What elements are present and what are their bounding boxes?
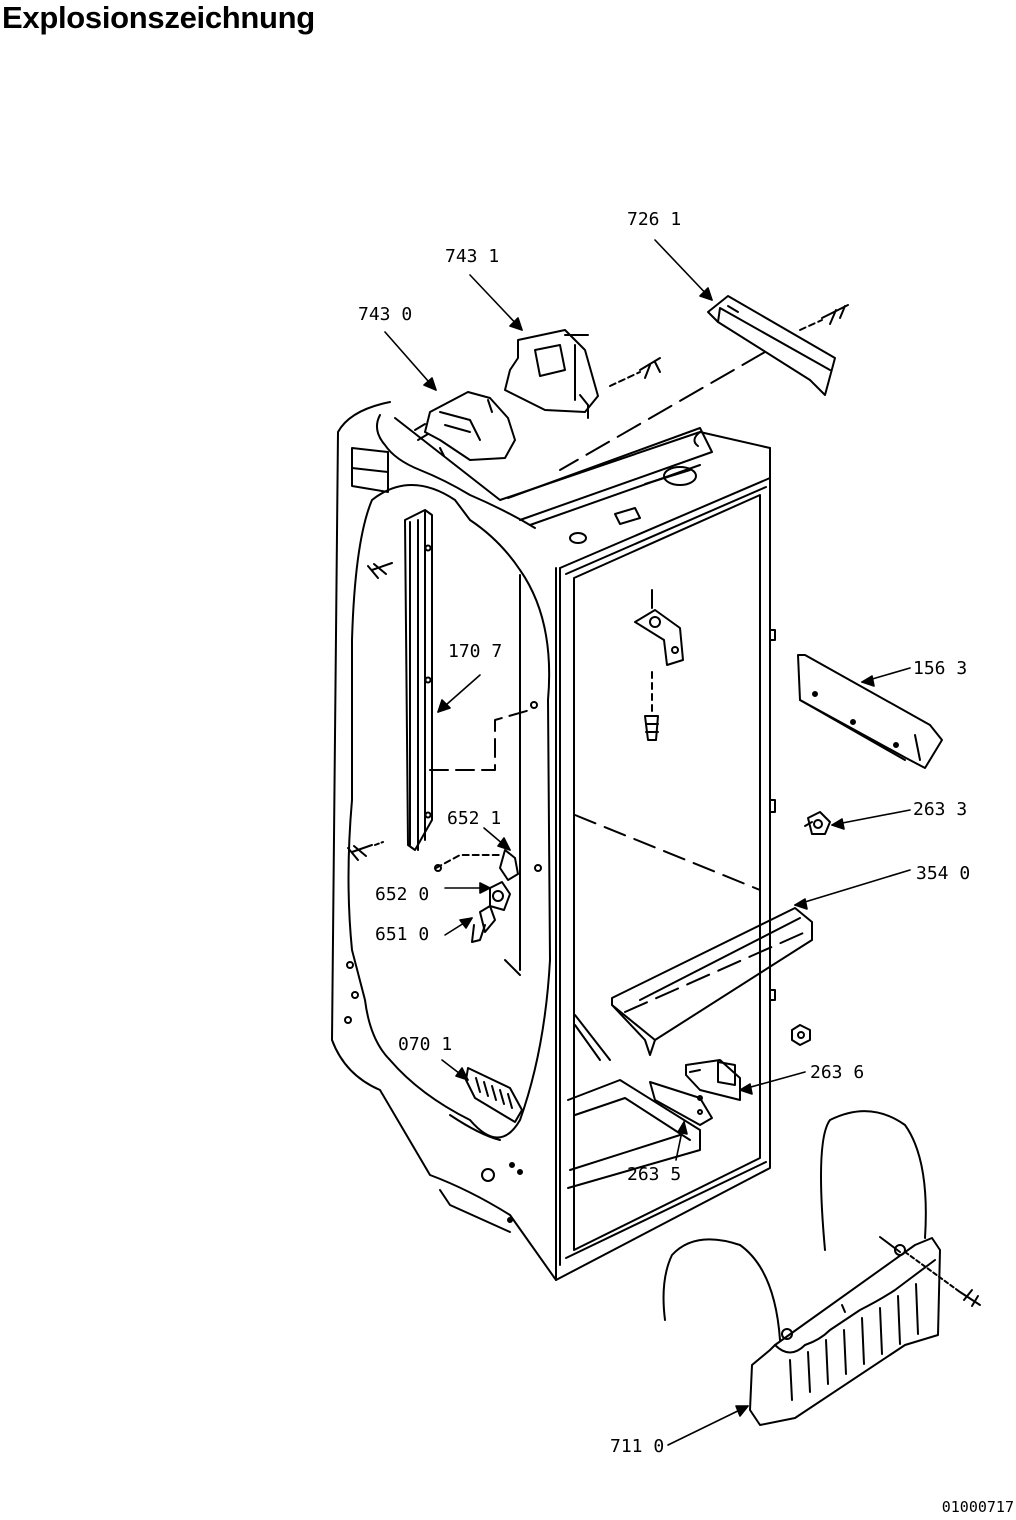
floor-bracket-part [649, 1081, 713, 1126]
document-number: 01000717 [941, 1498, 1014, 1516]
callout-label-743-0: 743 0 [358, 304, 413, 325]
rail-bracket-part [797, 654, 943, 769]
callout-label-652-1: 652 1 [447, 808, 502, 829]
fastener-group [434, 701, 542, 943]
nut-part [791, 1024, 811, 1046]
callout-label-263-3: 263 3 [913, 799, 968, 820]
condenser-part [662, 1110, 981, 1426]
callout-label-070-1: 070 1 [398, 1034, 453, 1055]
cross-rail-part [611, 907, 813, 1056]
callout-label-651-0: 651 0 [375, 924, 430, 945]
callout-label-170-7: 170 7 [448, 641, 503, 662]
plug-part [804, 811, 831, 835]
callout-leaders [384, 239, 911, 1446]
page-title: Explosionszeichnung [2, 0, 315, 35]
cabinet-shell [331, 401, 776, 1281]
vent-grille-part [449, 1067, 523, 1141]
callout-label-263-6: 263 6 [810, 1062, 865, 1083]
inner-bracket-part [634, 589, 684, 741]
vertical-rail-part [347, 509, 433, 861]
callout-label-652-0: 652 0 [375, 884, 430, 905]
callout-label-263-5: 263 5 [627, 1164, 682, 1185]
callout-label-711-0: 711 0 [610, 1436, 665, 1457]
top-rail-part [559, 295, 849, 471]
callout-label-156-3: 156 3 [913, 658, 968, 679]
control-bracket-part [504, 329, 661, 419]
callout-label-743-1: 743 1 [445, 246, 500, 267]
callout-label-354-0: 354 0 [916, 863, 971, 884]
lower-bracket-part [685, 1059, 741, 1101]
control-housing-part [414, 391, 516, 461]
callout-label-726-1: 726 1 [627, 209, 682, 230]
